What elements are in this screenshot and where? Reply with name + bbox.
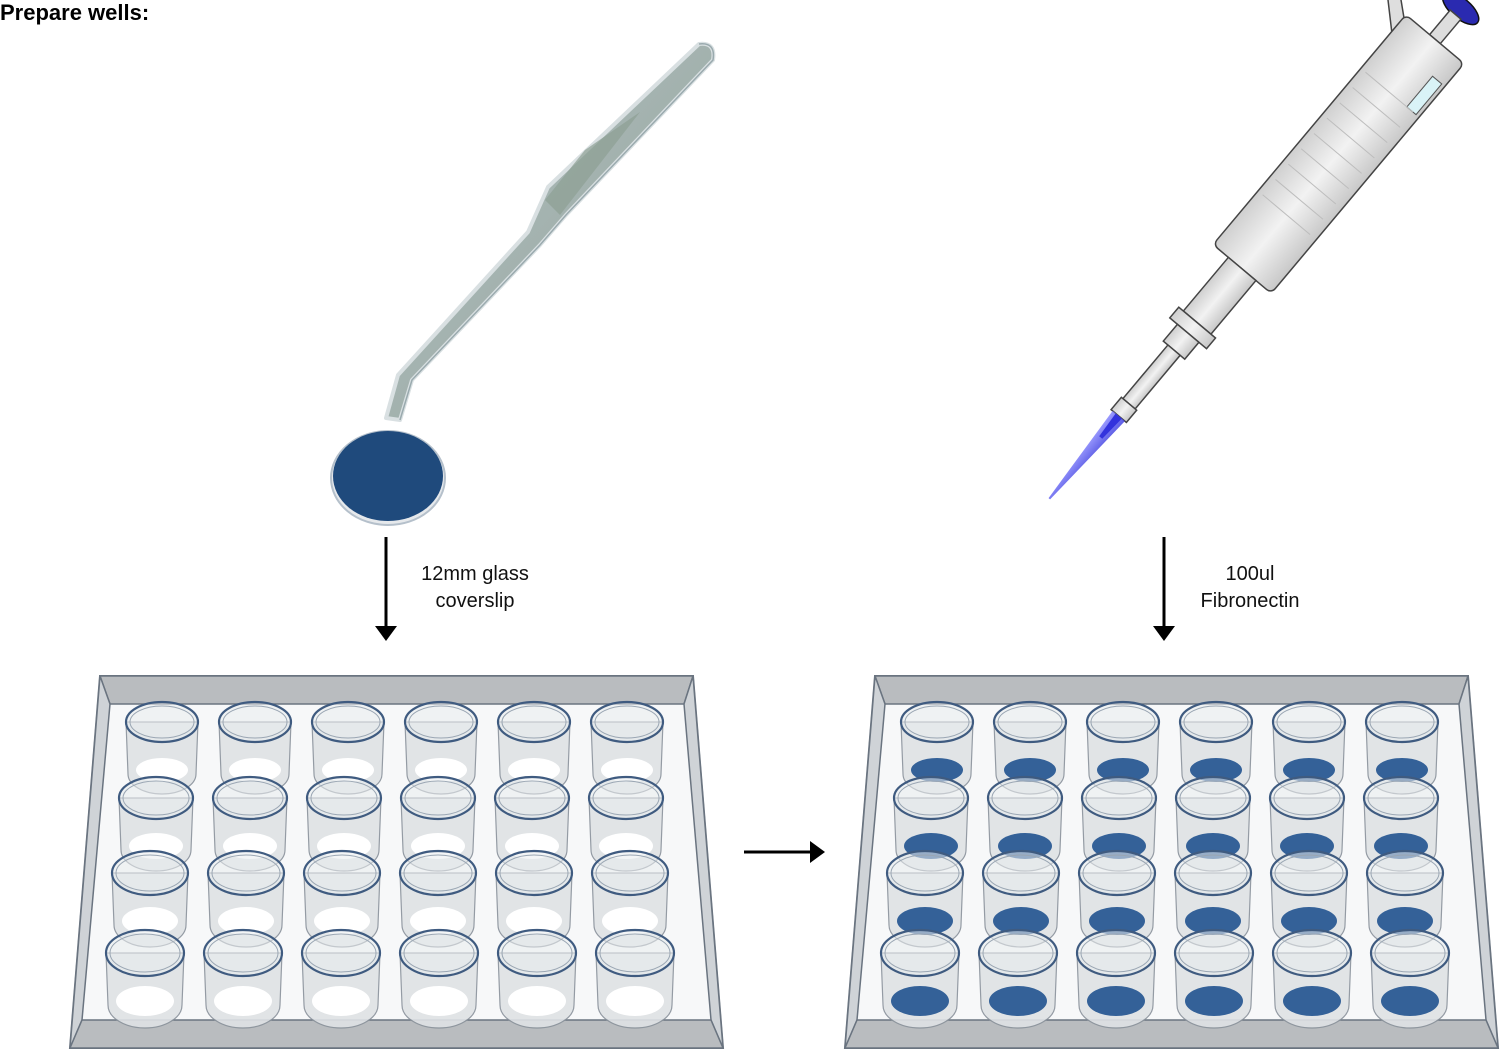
down-arrow-left	[375, 537, 397, 641]
well-plate-left	[70, 676, 723, 1048]
well	[979, 930, 1057, 1028]
plate-back-wall	[100, 676, 693, 704]
plate-back-wall	[875, 676, 1468, 704]
well	[1371, 930, 1449, 1028]
well	[881, 930, 959, 1028]
well	[204, 930, 282, 1028]
coverslip-label-line1: 12mm glass	[400, 561, 550, 588]
well	[400, 930, 478, 1028]
well	[1175, 930, 1253, 1028]
fibronectin-label-line1: 100ul	[1180, 561, 1320, 588]
tweezers-icon	[386, 44, 713, 420]
coverslip-label-line2: coverslip	[400, 588, 550, 615]
well	[1273, 930, 1351, 1028]
coverslip-label: 12mm glass coverslip	[400, 561, 550, 615]
fibronectin-label-line2: Fibronectin	[1180, 588, 1320, 615]
well	[106, 930, 184, 1028]
down-arrow-right	[1153, 537, 1175, 641]
well	[596, 930, 674, 1028]
right-arrow	[744, 841, 825, 863]
coverslip-icon	[331, 431, 445, 525]
well	[498, 930, 576, 1028]
well	[302, 930, 380, 1028]
well	[1077, 930, 1155, 1028]
fibronectin-label: 100ul Fibronectin	[1180, 561, 1320, 615]
well-plate-right	[845, 676, 1498, 1048]
pipette-icon	[994, 0, 1496, 523]
